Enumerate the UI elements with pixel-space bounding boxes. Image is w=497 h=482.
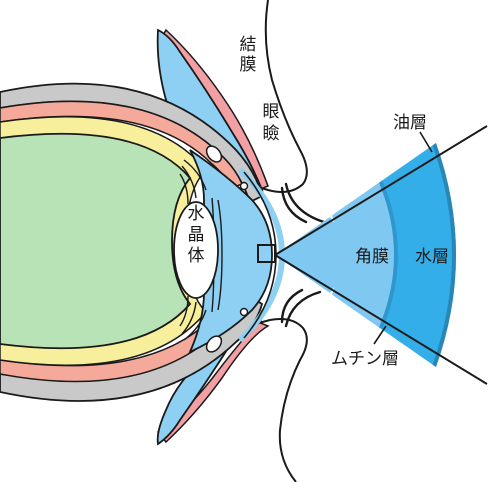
water-band xyxy=(378,143,456,367)
oil-band xyxy=(432,143,456,367)
upper-eyelid-skin xyxy=(254,0,308,193)
label-water-layer: 水層 xyxy=(415,247,449,267)
mucin-boundary xyxy=(378,179,398,331)
oil-leader xyxy=(419,131,433,153)
label-lens: 水晶体 xyxy=(188,204,205,266)
lower-eyelid-skin xyxy=(254,318,308,482)
zoom-box xyxy=(257,244,276,263)
upper-duct xyxy=(239,181,249,191)
label-cornea: 角膜 xyxy=(355,247,389,267)
lower-eyelid-tissue xyxy=(156,318,264,446)
label-mucin-layer: ムチン層 xyxy=(331,349,399,369)
label-eyelid: 眼瞼 xyxy=(263,102,280,144)
label-conjunctiva: 結膜 xyxy=(240,35,257,75)
lower-duct xyxy=(239,307,249,317)
wedge-lower-line xyxy=(274,254,488,385)
vitreous-body xyxy=(0,132,192,350)
mucin-leader xyxy=(373,325,387,345)
wedge-upper-line xyxy=(274,125,488,256)
lower-gland xyxy=(205,335,223,353)
lens-shape xyxy=(173,201,219,299)
eyelashes xyxy=(280,182,326,328)
upper-gland xyxy=(205,145,223,163)
label-oil-layer: 油層 xyxy=(393,113,427,133)
